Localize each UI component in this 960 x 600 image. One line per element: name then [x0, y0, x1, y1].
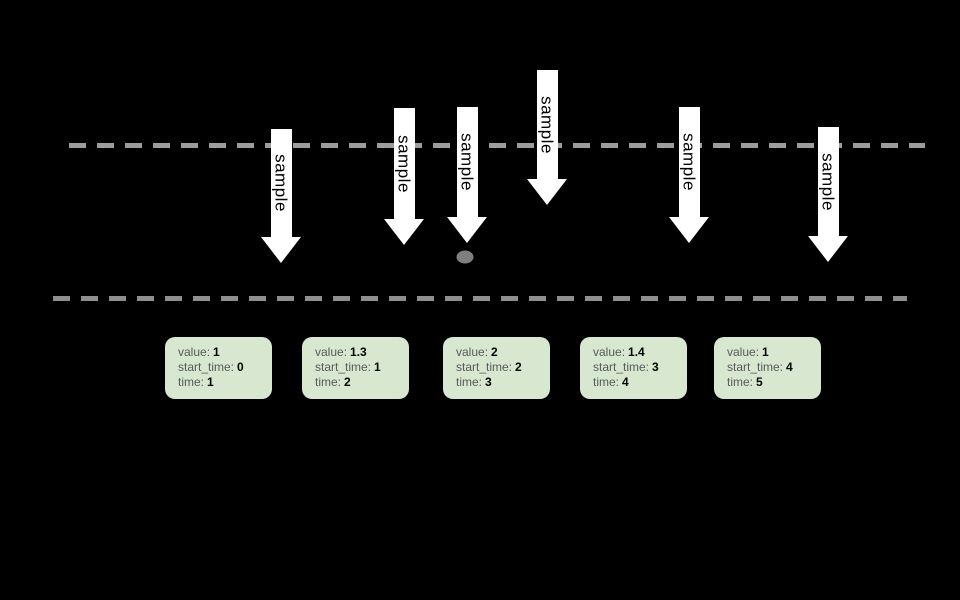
- record-field-label: start_time:: [178, 360, 235, 374]
- arrow-shaft: sample: [456, 107, 478, 217]
- arrow-shaft: sample: [817, 127, 839, 236]
- sample-arrow-label: sample: [394, 134, 414, 193]
- record-field-label: start_time:: [593, 360, 650, 374]
- sample-arrow-label: sample: [271, 154, 291, 212]
- record-field-label: time:: [178, 375, 205, 389]
- record-field-time: time:1: [178, 375, 266, 390]
- arrow-shaft: sample: [393, 108, 415, 219]
- record-field-value: 2: [491, 345, 498, 359]
- record-field-value: 1.4: [628, 345, 645, 359]
- record-field-time: time:2: [315, 375, 403, 390]
- record-field-label: start_time:: [456, 360, 513, 374]
- arrow-head-icon: [261, 237, 301, 263]
- record-field-time: time:3: [456, 375, 544, 390]
- arrow-head-icon: [527, 179, 567, 205]
- arrow-head-icon: [808, 236, 848, 262]
- sample-arrow-label: sample: [537, 95, 557, 154]
- record-field-label: time:: [456, 375, 483, 389]
- arrow-shaft: sample: [536, 70, 558, 179]
- record-field-value: 1: [207, 375, 214, 389]
- record-field-label: value:: [315, 345, 348, 359]
- sample-arrow: sample: [447, 107, 487, 243]
- upper-dashed-line: [69, 143, 925, 148]
- record-field-value: 1: [762, 345, 769, 359]
- sample-arrow-label: sample: [818, 152, 838, 211]
- arrow-shaft: sample: [270, 129, 292, 237]
- record-field-start_time: start_time:0: [178, 360, 266, 375]
- record-field-value: 0: [237, 360, 244, 374]
- record-field-start_time: start_time:4: [727, 360, 815, 375]
- record-field-value: value:1.4: [593, 345, 681, 360]
- sample-arrow: sample: [808, 127, 848, 262]
- arrow-head-icon: [384, 219, 424, 245]
- record-field-value: 2: [515, 360, 522, 374]
- record-field-label: time:: [727, 375, 754, 389]
- record-field-label: value:: [593, 345, 626, 359]
- record-field-value: 1.3: [350, 345, 367, 359]
- record-field-value: 3: [652, 360, 659, 374]
- record-field-start_time: start_time:2: [456, 360, 544, 375]
- record-field-label: start_time:: [727, 360, 784, 374]
- record-field-value: 2: [344, 375, 351, 389]
- record-field-value: 1: [213, 345, 220, 359]
- record-field-value: value:1: [178, 345, 266, 360]
- lower-dashed-line: [53, 296, 907, 301]
- record-field-label: value:: [178, 345, 211, 359]
- arrow-shaft: sample: [678, 107, 700, 217]
- sample-arrow-label: sample: [457, 133, 477, 191]
- record-field-time: time:5: [727, 375, 815, 390]
- sample-dot: [456, 250, 474, 264]
- sample-arrow: sample: [261, 129, 301, 263]
- record-field-label: value:: [456, 345, 489, 359]
- record-field-value: 4: [622, 375, 629, 389]
- record-field-value: 3: [485, 375, 492, 389]
- sample-arrow: sample: [384, 108, 424, 245]
- record-field-label: time:: [593, 375, 620, 389]
- record-field-label: time:: [315, 375, 342, 389]
- record-field-start_time: start_time:1: [315, 360, 403, 375]
- record-field-value: value:1.3: [315, 345, 403, 360]
- arrow-head-icon: [669, 217, 709, 243]
- arrow-head-icon: [447, 217, 487, 243]
- record-field-start_time: start_time:3: [593, 360, 681, 375]
- record-field-label: start_time:: [315, 360, 372, 374]
- record-field-value: 5: [756, 375, 763, 389]
- sample-arrow: sample: [527, 70, 567, 205]
- record-field-value: value:2: [456, 345, 544, 360]
- record-field-value: value:1: [727, 345, 815, 360]
- sample-arrow: sample: [669, 107, 709, 243]
- sample-arrow-label: sample: [679, 133, 699, 191]
- record-field-value: 4: [786, 360, 793, 374]
- record-field-label: value:: [727, 345, 760, 359]
- record-field-time: time:4: [593, 375, 681, 390]
- record-field-value: 1: [374, 360, 381, 374]
